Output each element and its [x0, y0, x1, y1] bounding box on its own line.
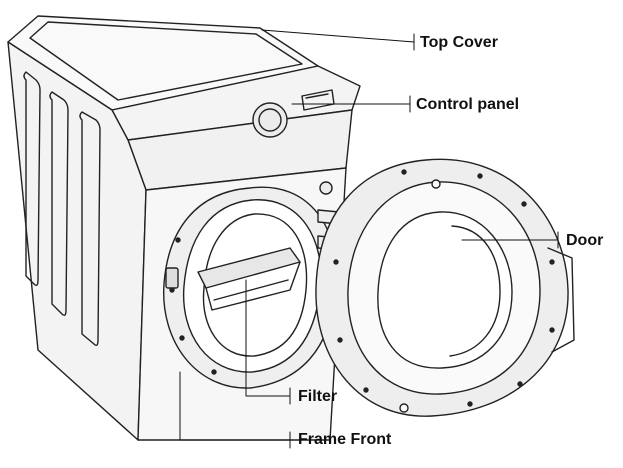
door-glass [377, 211, 513, 369]
label-door: Door [566, 232, 604, 249]
door-edge [547, 247, 575, 353]
leader-top-cover [261, 29, 415, 51]
side-rib-2 [49, 91, 69, 317]
label-filter: Filter [298, 388, 338, 405]
label-control-panel: Control panel [416, 96, 520, 113]
top-cover-inner [29, 21, 303, 101]
label-top-cover: Top Cover [420, 34, 498, 51]
leader-control-panel [291, 95, 411, 113]
control-knob-icon [252, 102, 288, 138]
drum-interior [202, 213, 308, 357]
label-frame-front: Frame Front [298, 431, 392, 448]
leader-door [461, 231, 559, 249]
leader-frame-front [179, 371, 291, 449]
side-rib-1 [23, 71, 41, 287]
door-switch [165, 267, 179, 289]
door-latch [319, 181, 333, 195]
side-rib-3 [79, 111, 101, 347]
opening-inner-ring [182, 199, 322, 373]
leader-filter [245, 279, 291, 405]
